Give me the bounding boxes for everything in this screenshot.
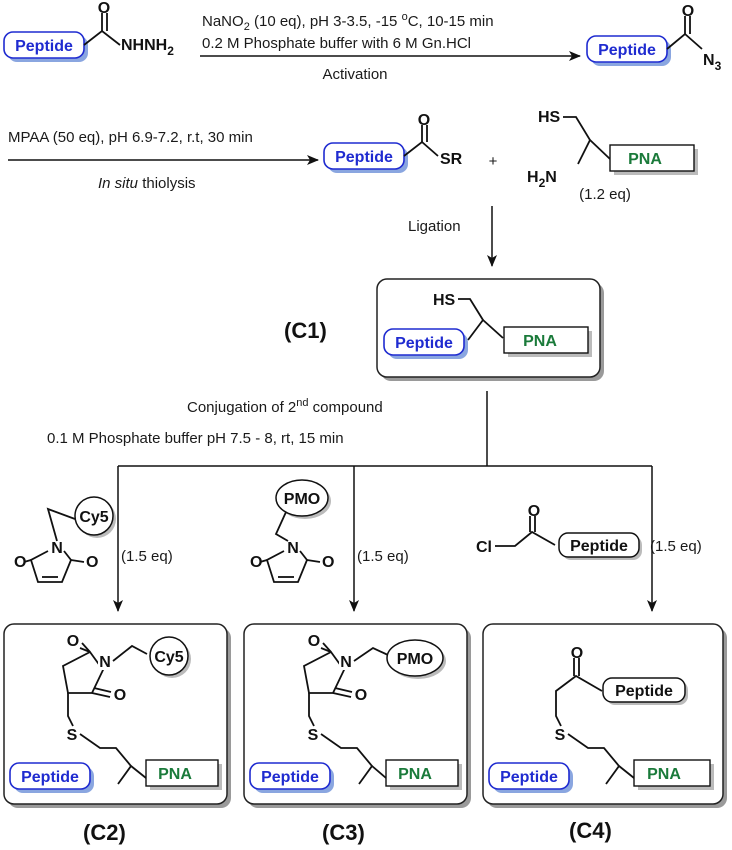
thiol-group: HS [433, 292, 456, 309]
pmo-maleimide: PMO N O O [250, 479, 334, 583]
nitrogen-atom: N [51, 540, 63, 557]
oxygen-atom: O [355, 687, 367, 704]
oxygen-atom: O [308, 633, 320, 650]
ligation-label: Ligation [408, 218, 461, 235]
peptide-block-label: Peptide [335, 149, 393, 166]
activation-conditions-line-1: NaNO2 (10 eq), pH 3-3.5, -15 oC, 10-15 m… [202, 11, 494, 33]
chloroacetyl-peptide: Cl O Peptide [476, 503, 642, 560]
peptide-hydrazide: Peptide O NHNH2 [3, 0, 174, 62]
compound-label-c3: (C3) [322, 820, 365, 845]
peptide-block-label: Peptide [500, 769, 558, 786]
pmo-block-label: PMO [284, 491, 320, 508]
thioester-group: SR [440, 151, 463, 168]
azide-group: N3 [703, 52, 722, 73]
compound-label-c1: (C1) [284, 318, 327, 343]
compound-c3-panel: O O N PMO S Peptide PNA [243, 623, 471, 808]
conjugation-conditions-line-1: Conjugation of 2nd compound [187, 397, 383, 416]
sulfur-atom: S [67, 727, 78, 744]
branching-arrows [113, 391, 657, 612]
cy5-equivalents: (1.5 eq) [121, 548, 173, 565]
pmo-block-label: PMO [397, 651, 433, 668]
compound-label-c4: (C4) [569, 818, 612, 843]
oxygen-atom: O [86, 554, 98, 571]
compound-label-c2: (C2) [83, 820, 126, 845]
thiolysis-conditions: MPAA (50 eq), pH 6.9-7.2, r.t, 30 min [8, 129, 253, 146]
oxygen-atom: O [98, 0, 110, 17]
peptide-block-label: Peptide [15, 38, 73, 55]
peptide-block-label: Peptide [598, 42, 656, 59]
plus-sign: + [489, 153, 498, 170]
compound-c1-panel: HS Peptide PNA [376, 278, 604, 381]
oxygen-atom: O [67, 633, 79, 650]
nitrogen-atom: N [287, 540, 299, 557]
oxygen-atom: O [114, 687, 126, 704]
pna-block-label: PNA [158, 766, 192, 783]
oxygen-atom: O [14, 554, 26, 571]
nitrogen-atom: N [99, 654, 111, 671]
pna-block-label: PNA [647, 766, 681, 783]
peptide-block-label: Peptide [261, 769, 319, 786]
thiolysis-label: In situ thiolysis [98, 175, 196, 192]
nitrogen-atom: N [340, 654, 352, 671]
oxygen-atom: O [322, 554, 334, 571]
oxygen-atom: O [571, 645, 583, 662]
cy5-maleimide: Cy5 N O O [14, 496, 116, 583]
compound-c2-panel: O O N Cy5 S Peptide PNA [3, 623, 231, 808]
compound-c4-panel: O Peptide S Peptide PNA [482, 623, 727, 808]
peptide-block-label: Peptide [570, 538, 628, 555]
chlorine-atom: Cl [476, 539, 492, 556]
activation-label: Activation [322, 66, 387, 83]
peptide-thioester: Peptide O SR [323, 112, 463, 173]
activation-conditions-line-2: 0.2 M Phosphate buffer with 6 M Gn.HCl [202, 35, 471, 52]
oxygen-atom: O [250, 554, 262, 571]
sulfur-atom: S [555, 727, 566, 744]
peptide-block-label: Peptide [615, 683, 673, 700]
cy5-block-label: Cy5 [154, 649, 183, 666]
oxygen-atom: O [418, 112, 430, 129]
oxygen-atom: O [682, 3, 694, 20]
peptide-azide: Peptide O N3 [586, 3, 722, 73]
sulfur-atom: S [308, 727, 319, 744]
peptide-block-label: Peptide [21, 769, 79, 786]
chloroacetyl-equivalents: (1.5 eq) [650, 538, 702, 555]
oxygen-atom: O [528, 503, 540, 520]
hydrazide-group: NHNH2 [121, 37, 174, 58]
cysteinyl-pna: HS H2N PNA (1.2 eq) [527, 109, 698, 203]
pna-block-label: PNA [628, 151, 662, 168]
amine-group: H2N [527, 169, 557, 190]
pna-block-label: PNA [523, 333, 557, 350]
peptide-block-label: Peptide [395, 335, 453, 352]
pna-equivalents: (1.2 eq) [579, 186, 631, 203]
cy5-block-label: Cy5 [79, 509, 108, 526]
thiol-group: HS [538, 109, 561, 126]
conjugation-conditions-line-2: 0.1 M Phosphate buffer pH 7.5 - 8, rt, 1… [47, 430, 344, 447]
pmo-equivalents: (1.5 eq) [357, 548, 409, 565]
pna-block-label: PNA [398, 766, 432, 783]
